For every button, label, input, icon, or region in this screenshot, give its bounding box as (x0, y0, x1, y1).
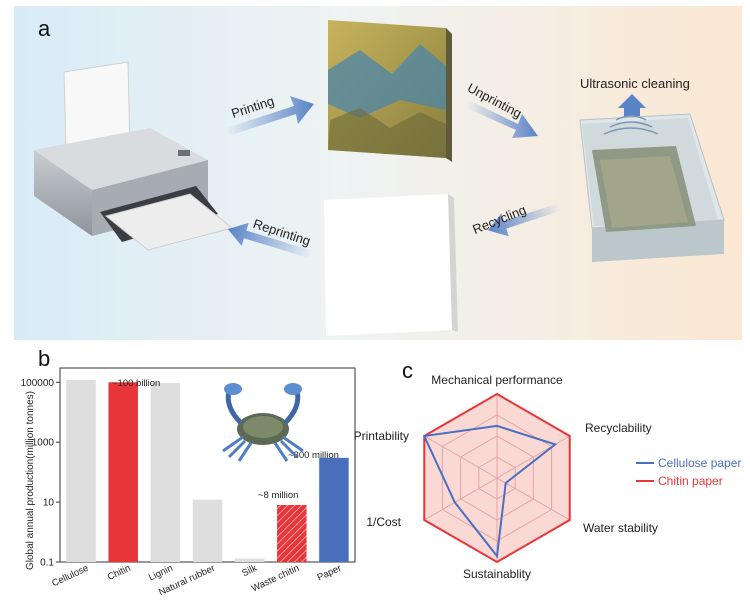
unprinting-arrow-icon (466, 100, 538, 138)
radar-series-cellulose-paper (422, 424, 558, 559)
bar-natural-rubber (192, 499, 223, 562)
ultrasonic-bath-icon (579, 94, 725, 262)
radar-spoke (424, 477, 498, 521)
panel-b-letter: b (38, 346, 51, 371)
x-tick-label: Cellulose (50, 563, 90, 589)
bar-cellulose (66, 379, 96, 562)
blank-paper-icon (324, 194, 458, 336)
panel-a-letter: a (38, 16, 51, 41)
radar-series-chitin-paper (423, 392, 571, 564)
radar-axis-label: Mechanical performance (431, 373, 563, 387)
radar-spoke (496, 435, 570, 479)
chitin-annotation: ~100 billion (112, 378, 160, 389)
bar-silk (234, 558, 265, 562)
radar-spoke (496, 477, 570, 521)
legend: Cellulose paper Chitin paper (636, 456, 741, 488)
radar-axis-label: 1/Cost (366, 515, 401, 529)
x-tick-label: Lignin (147, 563, 175, 584)
radar-axis-label: Sustainablity (463, 567, 531, 581)
radar-chart: Mechanical performanceRecyclabilityWater… (354, 373, 742, 581)
printer-icon (34, 61, 234, 251)
paper-annotation: ~300 million (288, 450, 339, 461)
x-tick-label: Paper (316, 563, 344, 584)
recycling-arrow-icon (487, 203, 562, 237)
legend-cellulose-label: Cellulose paper (658, 456, 741, 470)
x-tick-label: Waste chitin (250, 563, 301, 595)
x-tick-label: Chitin (106, 563, 133, 583)
bar-paper (319, 457, 349, 562)
y-tick-label: 1000 (32, 438, 55, 449)
bar-chitin (108, 382, 138, 562)
radar-spoke (424, 435, 498, 479)
radar-axis-label: Recyclability (585, 421, 652, 435)
y-tick-label: 0.1 (40, 558, 54, 569)
legend-chitin-label: Chitin paper (658, 474, 723, 488)
y-tick-label: 10 (43, 498, 55, 509)
printed-paper-icon (328, 20, 452, 162)
crab-icon (222, 383, 304, 462)
printing-arrow-icon (226, 96, 314, 136)
reprinting-arrow-icon (227, 222, 314, 259)
ultrasonic-cleaning-label: Ultrasonic cleaning (580, 76, 690, 91)
y-axis-label: Global annual production(million tonnes) (25, 391, 36, 570)
panel-a-illustration (34, 20, 725, 336)
bar-waste-chitin (277, 504, 307, 562)
radar-axis-label: Water stability (583, 521, 658, 535)
y-tick-label: 100000 (21, 378, 55, 389)
waste-chitin-annotation: ~8 million (258, 490, 298, 501)
radar-axis-label: Printability (354, 429, 409, 443)
panel-c-letter: c (402, 358, 413, 383)
bar-lignin (150, 382, 181, 562)
x-tick-label: Silk (240, 563, 259, 580)
